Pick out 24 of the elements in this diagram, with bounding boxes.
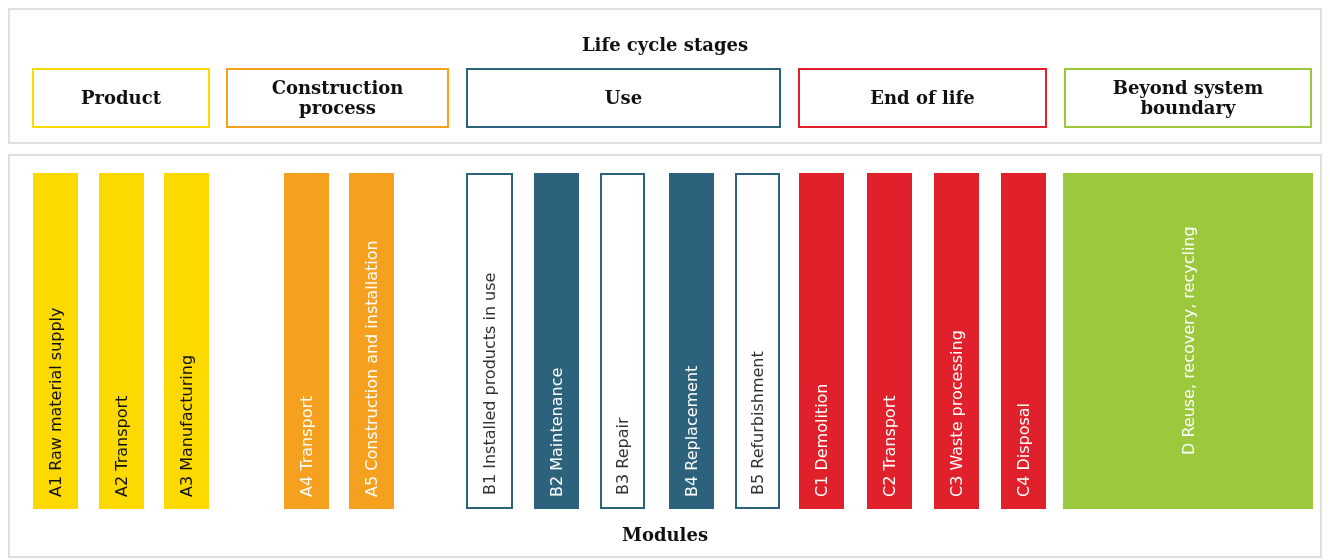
module-bar: C4 Disposal [1001,173,1046,509]
stage-box: Construction process [226,68,449,128]
stage-box: Use [466,68,781,128]
module-bar: B2 Maintenance [534,173,579,509]
module-bar: A2 Transport [99,173,144,509]
module-bar: B3 Repair [600,173,645,509]
panel-title: Life cycle stages [580,34,750,55]
panel-title: Modules [621,524,709,545]
module-bar: C1 Demolition [799,173,844,509]
module-bar: C3 Waste processing [934,173,979,509]
module-bar: B1 Installed products in use [466,173,513,509]
module-bar: D Reuse, recovery, recycling [1063,173,1313,509]
module-bar: A4 Transport [284,173,329,509]
module-bar: B5 Refurbishment [735,173,780,509]
module-bar: A1 Raw material supply [33,173,78,509]
module-bar: C2 Transport [867,173,912,509]
module-bar: B4 Replacement [669,173,714,509]
module-bar: A3 Manufacturing [164,173,209,509]
stage-box: End of life [798,68,1047,128]
panel [8,8,1322,144]
stage-box: Product [32,68,210,128]
stage-box: Beyond system boundary [1064,68,1312,128]
panel [8,154,1322,558]
module-bar: A5 Construction and installation [349,173,394,509]
